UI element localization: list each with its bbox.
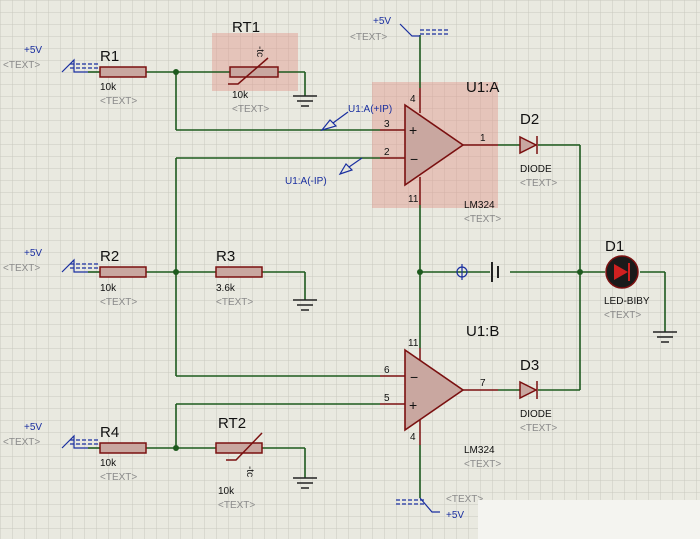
rt1-text-tag: <TEXT> [232,104,269,115]
r3-text-tag: <TEXT> [216,297,253,308]
power-terminal-bottom[interactable]: <TEXT> +5V [396,494,483,521]
u1a-pin-gnd: 11 [408,194,419,205]
pwr-label-r2: +5V [24,248,42,259]
u1a-pin-plus: 3 [384,119,390,130]
ground-rt1 [293,95,317,107]
u1a-ref: U1:A [466,79,499,96]
ground-led [653,331,677,343]
rt1-ref: RT1 [232,19,260,36]
u1b-pin-gnd: 11 [408,338,419,349]
probe-ip-plus-label: U1:A(+IP) [348,104,392,115]
opamp-u1a[interactable]: + − 3 2 1 4 11 U1:A LM324 <TEXT> [380,79,501,225]
u1a-text-tag: <TEXT> [464,214,501,225]
r4-text-tag: <TEXT> [100,472,137,483]
d3-text-tag: <TEXT> [520,423,557,434]
supply-capacitor[interactable] [491,262,499,282]
resistor-r2[interactable]: R2 10k <TEXT> [99,248,147,308]
rt1-symbol: -tc [254,46,265,57]
u1b-pin-minus: 6 [384,365,390,376]
d2-part: DIODE [520,164,552,175]
u1a-minus-sign: − [410,151,418,167]
d2-text-tag: <TEXT> [520,178,557,189]
pwr-text-tag-r1: <TEXT> [3,60,40,71]
rt2-symbol: -tc [244,466,255,477]
resistor-r4[interactable]: R4 10k <TEXT> [99,424,147,483]
r1-value: 10k [100,82,117,93]
pwr-label-bottom: +5V [446,510,464,521]
d1-ref: D1 [605,238,624,255]
r3-value: 3.6k [216,283,236,294]
pwr-text-tag-r2: <TEXT> [3,263,40,274]
pwr-label-r1: +5V [24,45,42,56]
u1a-part: LM324 [464,200,495,211]
ground-r3 [293,299,317,311]
u1b-text-tag: <TEXT> [464,459,501,470]
d3-part: DIODE [520,409,552,420]
u1a-pin-vcc: 4 [410,94,416,105]
pwr-text-tag-r4: <TEXT> [3,437,40,448]
thermistor-rt1[interactable]: RT1 -tc 10k <TEXT> [228,19,279,115]
power-terminal-r1[interactable]: +5V <TEXT> [3,45,100,73]
u1b-pin-out: 7 [480,378,486,389]
rt2-ref: RT2 [218,415,246,432]
wires [88,35,666,498]
r2-value: 10k [100,283,117,294]
probe-ip-minus[interactable]: U1:A(-IP) [285,157,363,187]
r4-ref: R4 [100,424,119,441]
d3-ref: D3 [520,357,539,374]
u1a-pin-out: 1 [480,133,486,144]
power-terminal-r4[interactable]: +5V <TEXT> [3,422,100,449]
probe-ip-plus[interactable]: U1:A(+IP) [320,104,392,132]
u1b-minus-sign: − [410,369,418,385]
power-terminal-r2[interactable]: +5V <TEXT> [3,248,100,274]
d1-text-tag: <TEXT> [604,310,641,321]
ground-rt2 [293,477,317,489]
pwr-text-tag-bottom: <TEXT> [446,494,483,505]
probe-ip-minus-label: U1:A(-IP) [285,176,327,187]
u1b-plus-sign: + [409,397,417,413]
u1a-plus-sign: + [409,122,417,138]
u1b-part: LM324 [464,445,495,456]
corner-overlay [478,500,700,539]
resistor-r1[interactable]: R1 10k <TEXT> [99,48,147,107]
probe-marker[interactable] [456,264,468,280]
opamp-u1b[interactable]: − + 6 5 7 11 4 U1:B LM324 <TEXT> [380,323,501,470]
u1b-ref: U1:B [466,323,499,340]
pwr-label-top: +5V [373,16,391,27]
r1-text-tag: <TEXT> [100,96,137,107]
r3-ref: R3 [216,248,235,265]
diode-d3[interactable]: D3 DIODE <TEXT> [519,357,557,434]
rt2-text-tag: <TEXT> [218,500,255,511]
r2-text-tag: <TEXT> [100,297,137,308]
d2-ref: D2 [520,111,539,128]
d1-part: LED-BIBY [604,296,650,307]
resistor-r3[interactable]: R3 3.6k <TEXT> [215,248,263,308]
u1a-pin-minus: 2 [384,147,390,158]
power-terminal-top[interactable]: +5V <TEXT> [350,16,448,43]
rt2-value: 10k [218,486,235,497]
u1b-pin-vcc: 4 [410,432,416,443]
junction-dots [173,69,583,451]
diode-d2[interactable]: D2 DIODE <TEXT> [519,111,557,189]
rt1-value: 10k [232,90,249,101]
r1-ref: R1 [100,48,119,65]
led-d1[interactable]: D1 LED-BIBY <TEXT> [604,238,650,321]
rt1-highlight [212,33,298,91]
thermistor-rt2[interactable]: RT2 -tc 10k <TEXT> [215,415,263,511]
pwr-label-r4: +5V [24,422,42,433]
r2-ref: R2 [100,248,119,265]
r4-value: 10k [100,458,117,469]
u1b-pin-plus: 5 [384,393,390,404]
pwr-text-tag-top: <TEXT> [350,32,387,43]
